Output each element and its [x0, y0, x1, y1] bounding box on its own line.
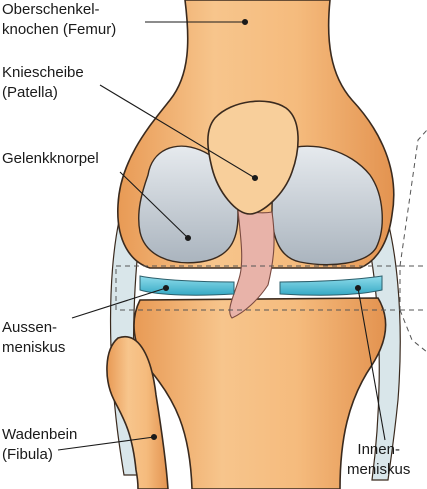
label-cartilage-line1: Gelenkknorpel — [2, 149, 99, 169]
label-medial-meniscus-line1: Innen- — [347, 440, 410, 460]
medial-meniscus-shape — [280, 276, 382, 295]
label-lateral-meniscus: Aussen- meniskus — [2, 318, 65, 358]
label-fibula-line2: (Fibula) — [2, 445, 77, 465]
label-patella-line2: (Patella) — [2, 83, 84, 103]
label-medial-meniscus: Innen- meniskus — [347, 440, 410, 480]
label-cartilage: Gelenkknorpel — [2, 149, 99, 169]
label-patella-line1: Kniescheibe — [2, 63, 84, 83]
label-patella: Kniescheibe (Patella) — [2, 63, 84, 103]
label-femur-line1: Oberschenkel- — [2, 0, 116, 20]
label-lateral-meniscus-line2: meniskus — [2, 338, 65, 358]
label-femur-line2: knochen (Femur) — [2, 20, 116, 40]
label-fibula-line1: Wadenbein — [2, 425, 77, 445]
label-fibula: Wadenbein (Fibula) — [2, 425, 77, 465]
label-medial-meniscus-line2: meniskus — [347, 460, 410, 480]
label-lateral-meniscus-line1: Aussen- — [2, 318, 65, 338]
label-femur: Oberschenkel- knochen (Femur) — [2, 0, 116, 40]
